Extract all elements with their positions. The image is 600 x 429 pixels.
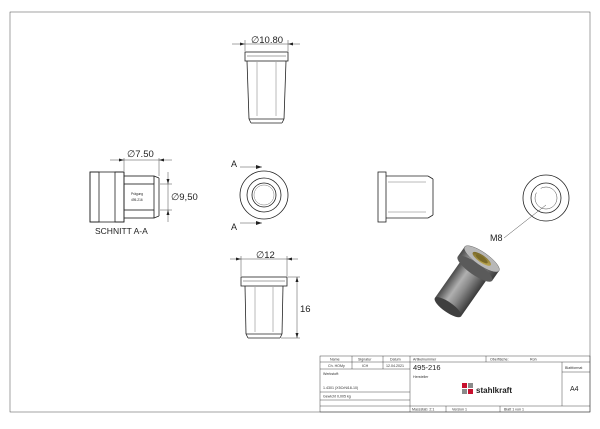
section-label: SCHNITT A-A [95,226,148,236]
thread-view [503,174,570,239]
top-view [232,40,300,124]
tb-signature-value: ICH [362,364,369,368]
tb-material-label: Werkstoff: [323,372,339,376]
tb-material-value: 1.4301 (X5CrNi18-10) [323,386,358,390]
title-block [319,355,591,413]
section-mark-bottom: A [231,222,237,232]
drawing-frame [9,11,591,413]
tb-name-value: Ch. HOMy [328,364,345,368]
tb-date-value: 12.04.2021 [386,364,404,368]
section-mark-top: A [231,159,237,169]
tb-header-name: Name [330,358,340,362]
section-view: Prägung 495-216 [89,158,172,223]
tb-weight: Gewicht 0,005 kg [323,395,351,399]
stahlkraft-logo-icon [462,383,473,394]
svg-text:Prägung: Prägung [131,192,143,196]
section-outer-dim: ∅7.50 [127,149,154,160]
bottom-diameter-dim: ∅12 [256,250,275,261]
bottom-view [230,256,300,339]
tb-format-label: Blattformat [565,366,582,370]
bottom-height-dim: 16 [300,304,311,315]
tb-header-surface: Oberfläche: [490,358,509,362]
top-diameter-dim: ∅10.80 [251,35,283,46]
tb-header-signature: Signatur [358,358,372,362]
thread-label: M8 [490,233,503,243]
tb-header-date: Datum [390,358,401,362]
side-view [377,171,434,223]
tb-format-value: A4 [570,386,579,393]
tb-sheet: Blatt 1 von 1 [504,408,524,412]
tb-version: Version 1 [452,408,467,412]
isometric-render [434,245,500,318]
tb-scale: Massstab: 2:1 [412,408,434,412]
tb-brand: stahlkraft [476,386,512,395]
tb-header-article: Artikelnummer [413,358,437,362]
tb-surface-value: Roh [530,358,537,362]
svg-text:495-216: 495-216 [131,198,143,202]
tb-manufacturer-label: Hersteller [413,375,429,379]
tb-article-value: 495-216 [413,363,441,372]
section-inner-dim: ∅9,50 [171,192,198,203]
end-view [239,165,289,225]
